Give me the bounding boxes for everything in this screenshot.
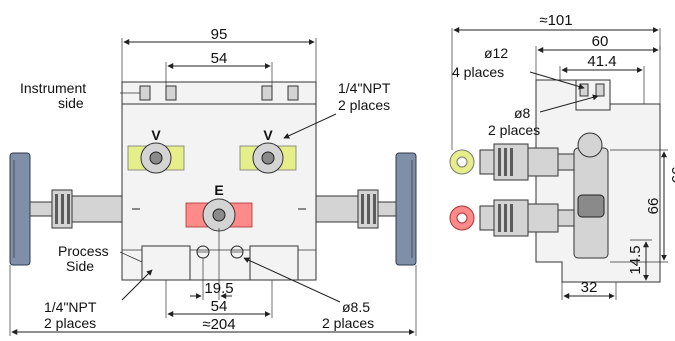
- top-bolt-center-left: [165, 85, 177, 101]
- dim-inner-top: 54: [211, 50, 228, 67]
- right-valve-body: [315, 195, 359, 223]
- left-handle: [9, 152, 31, 266]
- side-dim-66: 66: [645, 198, 662, 215]
- side-lower-valve-nut: [479, 205, 495, 231]
- dim-offset-bottom: 19.5: [204, 280, 233, 297]
- side-upper-valve-nut: [479, 149, 495, 175]
- process-flange-left: [141, 245, 191, 281]
- process-flange-right: [249, 245, 299, 281]
- valve-mark-center: E: [214, 182, 223, 198]
- label-process-line1: Process: [58, 243, 109, 259]
- side-handle-knob: [577, 132, 603, 158]
- label-npt-top-line2: 2 places: [338, 97, 390, 113]
- right-valve-stem: [377, 201, 397, 217]
- side-dim-overall-top: ≈101: [539, 12, 572, 29]
- top-bolt-center-right: [261, 85, 273, 101]
- right-handle: [395, 152, 417, 266]
- side-dim-41-4: 41.4: [587, 53, 616, 70]
- side-label-hole8-line2: 2 places: [488, 122, 540, 138]
- dim-inner-bottom: 54: [211, 298, 228, 315]
- side-dim-32: 32: [581, 279, 598, 296]
- left-valve-stem: [29, 201, 53, 217]
- side-upper-valve-bonnet: [527, 147, 559, 177]
- side-dim-60: 60: [592, 33, 609, 50]
- label-instrument-line2: side: [58, 95, 84, 111]
- front-view: V V E 95 54: [9, 26, 417, 336]
- label-npt-bottom-line1: 1/4"NPT: [44, 299, 97, 315]
- dim-width-top: 95: [211, 26, 228, 43]
- label-hole-line2: 2 places: [322, 315, 374, 331]
- dim-overall-bottom: ≈204: [202, 316, 235, 333]
- label-instrument-line1: Instrument: [20, 80, 86, 96]
- label-hole-line1: ø8.5: [342, 299, 370, 315]
- instrument-flange: [121, 81, 317, 105]
- top-bolt-right: [287, 85, 299, 101]
- label-process-line2: Side: [66, 258, 94, 274]
- side-dim-99: 99: [668, 167, 675, 184]
- valve-mark-left: V: [151, 127, 161, 143]
- label-npt-bottom-line2: 2 places: [44, 315, 96, 331]
- side-lower-valve-bonnet: [527, 203, 559, 233]
- left-valve-body: [71, 195, 123, 223]
- side-view: ≈101 60 41.4 66 99 14.5 32 ø12 4 places …: [449, 12, 675, 300]
- side-label-hole8-line1: ø8: [514, 105, 531, 121]
- side-dim-14-5: 14.5: [627, 245, 644, 274]
- label-npt-top-line1: 1/4"NPT: [338, 80, 391, 96]
- side-label-hole12-line2: 4 places: [452, 64, 504, 80]
- valve-mark-right: V: [263, 127, 273, 143]
- side-label-hole12-line1: ø12: [484, 45, 508, 61]
- top-bolt-left: [139, 85, 151, 101]
